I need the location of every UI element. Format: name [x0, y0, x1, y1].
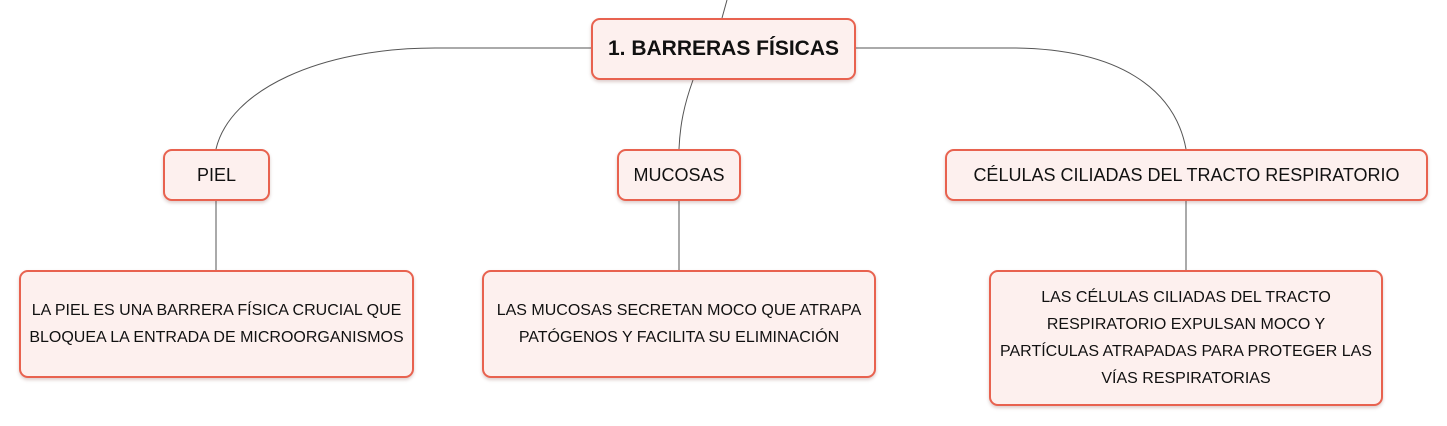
connector-root-to-piel: [215, 47, 591, 150]
description-node-mucosas[interactable]: LAS MUCOSAS SECRETAN MOCO QUE ATRAPA PAT…: [482, 270, 876, 378]
description-text: LA PIEL ES UNA BARRERA FÍSICA CRUCIAL QU…: [29, 302, 404, 346]
branch-node-celulas-ciliadas[interactable]: CÉLULAS CILIADAS DEL TRACTO RESPIRATORIO: [945, 149, 1428, 201]
branch-node-piel[interactable]: PIEL: [163, 149, 270, 201]
description-node-piel[interactable]: LA PIEL ES UNA BARRERA FÍSICA CRUCIAL QU…: [19, 270, 414, 378]
description-text: LAS MUCOSAS SECRETAN MOCO QUE ATRAPA PAT…: [496, 302, 862, 346]
root-node-label: 1. BARRERAS FÍSICAS: [607, 37, 840, 60]
connector-parent-to-root: [721, 0, 728, 19]
connector-root-to-celulas: [856, 47, 1187, 150]
branch-node-mucosas[interactable]: MUCOSAS: [617, 149, 741, 201]
description-text: LAS CÉLULAS CILIADAS DEL TRACTO RESPIRAT…: [1000, 289, 1372, 387]
connector-root-to-mucosas: [678, 79, 694, 150]
branch-node-label: MUCOSAS: [633, 164, 725, 185]
description-node-celulas-ciliadas[interactable]: LAS CÉLULAS CILIADAS DEL TRACTO RESPIRAT…: [989, 270, 1383, 406]
branch-node-label: CÉLULAS CILIADAS DEL TRACTO RESPIRATORIO: [973, 164, 1400, 185]
root-node-barreras-fisicas[interactable]: 1. BARRERAS FÍSICAS: [591, 18, 856, 80]
branch-node-label: PIEL: [196, 164, 237, 185]
